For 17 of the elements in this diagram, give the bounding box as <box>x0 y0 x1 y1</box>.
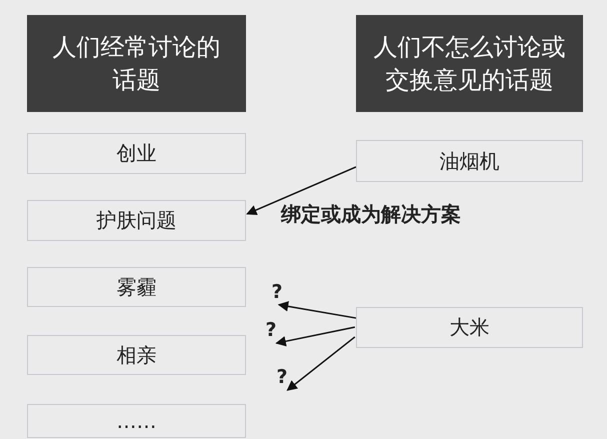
annotation-text: 绑定或成为解决方案 <box>281 201 461 228</box>
arrow <box>278 301 356 319</box>
topic-box: 大米 <box>356 307 583 348</box>
topic-box: 油烟机 <box>356 140 583 182</box>
question-mark: ? <box>262 318 280 342</box>
topic-box: 护肤问题 <box>27 200 246 241</box>
header-box: 人们不怎么讨论或交换意见的话题 <box>356 15 583 112</box>
header-box: 人们经常讨论的话题 <box>27 15 246 112</box>
question-mark: ? <box>268 280 286 304</box>
topic-box: 相亲 <box>27 335 246 375</box>
topic-box: …… <box>27 404 246 438</box>
arrow <box>275 326 356 346</box>
topic-box: 雾霾 <box>27 267 246 307</box>
topic-box: 创业 <box>27 133 246 174</box>
question-mark: ? <box>273 365 291 389</box>
arrow <box>246 166 356 215</box>
arrow <box>286 336 356 391</box>
